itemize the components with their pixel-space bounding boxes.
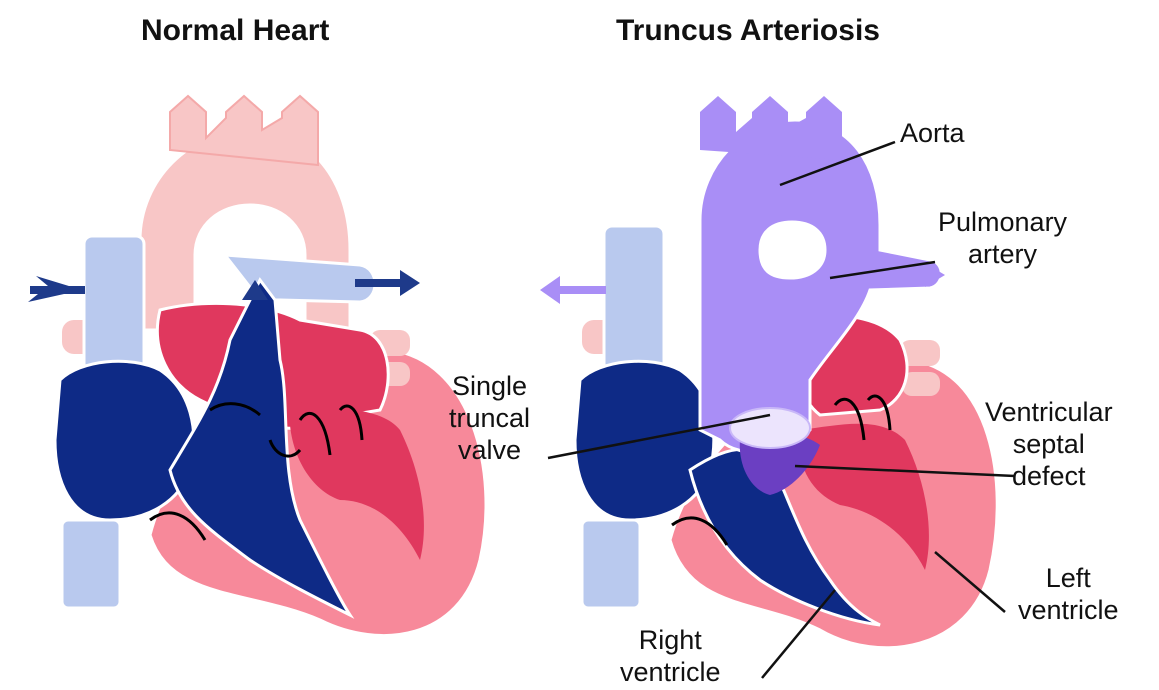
label-vsd-line-3: defect bbox=[985, 460, 1113, 492]
label-lv-line-1: Left bbox=[1018, 562, 1119, 594]
label-single-line-2: truncal bbox=[449, 402, 530, 434]
label-vsd-line-1: Ventricular bbox=[985, 396, 1113, 428]
label-pulmonary-line-1: Pulmonary bbox=[938, 206, 1067, 238]
flow-arrow-left-shaft bbox=[30, 286, 85, 294]
label-right-ventricle: Right ventricle bbox=[620, 624, 721, 688]
label-pulmonary-artery: Pulmonary artery bbox=[938, 206, 1067, 270]
truncal-valve bbox=[730, 408, 810, 448]
label-single-line-1: Single bbox=[449, 370, 530, 402]
flow-arrow-right bbox=[400, 270, 420, 296]
truncus-arteriosis-diagram bbox=[540, 96, 1015, 678]
tr-inferior-vena-cava bbox=[582, 520, 640, 608]
label-pulmonary-line-2: artery bbox=[938, 238, 1067, 270]
label-aorta: Aorta bbox=[900, 117, 965, 149]
inferior-vena-cava bbox=[62, 520, 120, 608]
label-vsd-line-2: septal bbox=[985, 428, 1113, 460]
flow-arrow-right-shaft bbox=[355, 279, 405, 287]
tr-aortic-branches bbox=[700, 96, 842, 160]
tr-right-atrium bbox=[575, 361, 714, 520]
normal-heart-diagram bbox=[28, 96, 486, 636]
label-single-line-3: valve bbox=[449, 434, 530, 466]
label-left-ventricle: Left ventricle bbox=[1018, 562, 1119, 626]
right-atrium bbox=[55, 361, 194, 520]
label-rv-line-1: Right bbox=[620, 624, 721, 656]
label-lv-line-2: ventricle bbox=[1018, 594, 1119, 626]
label-ventricular-septal-defect: Ventricular septal defect bbox=[985, 396, 1113, 492]
tr-flow-arrow-left bbox=[540, 276, 560, 304]
label-rv-line-2: ventricle bbox=[620, 656, 721, 688]
label-single-truncal-valve: Single truncal valve bbox=[449, 370, 530, 466]
